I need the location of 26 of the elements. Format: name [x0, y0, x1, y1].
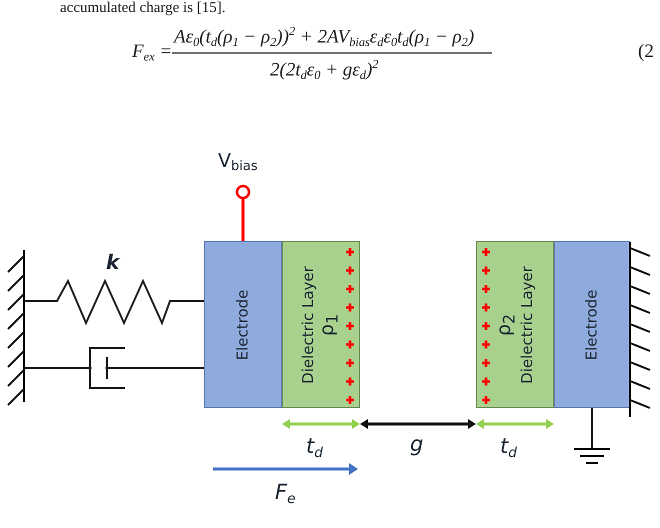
equation-term: F$_{ex}$ =	[132, 41, 172, 65]
dimension-label: t$_{d}$	[306, 434, 323, 462]
electrode-label: Electrode	[234, 289, 252, 360]
dimension-label: g	[410, 432, 424, 456]
equation-term: Aε$_{0}$(t$_{d}$(ρ$_{1}$ − ρ$_{2}$))$^{2}$ + 2AV$_{bias}$ε$_{d}$ε$_{0}$t$_{d}$(ρ$_{1}$ − ρ$_{2}$)	[174, 24, 474, 50]
dielectric-layer	[476, 241, 554, 408]
terminal-circle	[237, 186, 249, 198]
layer-label: Dielectric Layer	[518, 266, 536, 384]
dimension-label: t$_{d}$	[500, 434, 517, 462]
spring	[24, 278, 204, 326]
dielectric-layer	[282, 241, 360, 408]
damper	[24, 367, 204, 369]
electrode-plate	[554, 241, 630, 408]
voltage-label: V$_{bias}$	[218, 150, 258, 174]
text-line: accumulated charge is [15].	[60, 0, 226, 17]
equation-term: 2(2t$_{d}$ε$_{0}$ + gε$_{d}$)$^{2}$	[270, 57, 378, 84]
electrode-plate	[204, 241, 282, 408]
connector-line	[591, 408, 593, 448]
spring-constant-label: k	[104, 252, 122, 272]
equation-number: (2	[638, 41, 654, 63]
ground-symbol	[574, 448, 610, 464]
electrode-label: Electrode	[583, 289, 601, 360]
layer-label: Dielectric Layer	[300, 266, 318, 384]
dimension-label: F$_{e}$	[275, 480, 296, 508]
fixed-wall	[630, 242, 650, 417]
connector-line	[242, 198, 244, 241]
